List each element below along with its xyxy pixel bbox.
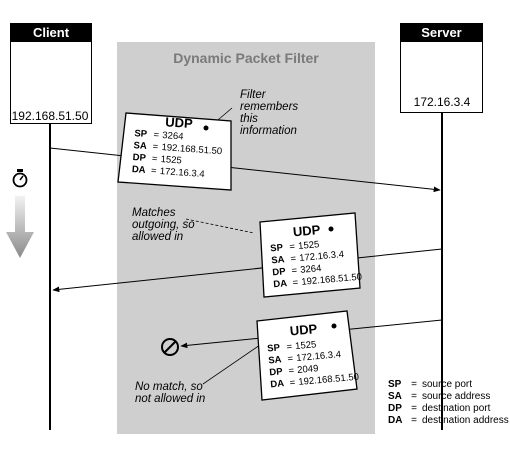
packet-title: UDP [164, 114, 194, 132]
packet-card-3 [256, 310, 358, 401]
field-key: DA [131, 164, 146, 176]
field-key: DA [269, 378, 285, 391]
legend-eq: = [411, 415, 417, 426]
reply-arrow [52, 248, 443, 293]
field-eq: = [292, 277, 299, 289]
legend-row: DA = destination address [388, 415, 509, 427]
server-ip: 172.16.3.4 [413, 95, 471, 109]
note-line: Filter [240, 89, 266, 101]
note-line: No match, so [135, 381, 203, 393]
packet-title: UDP [292, 222, 321, 240]
field-eq: = [287, 353, 294, 365]
packet-fields: SP=3264 SA=192.168.51.50 DP=1525 DA=172.… [131, 128, 223, 182]
prohibited-icon [161, 338, 179, 356]
note-line: remembers [240, 101, 299, 113]
client-ip: 192.168.51.50 [11, 109, 89, 123]
legend-desc: destination address [422, 415, 509, 426]
note-line: this [240, 113, 258, 125]
matches-callout-line [185, 218, 255, 234]
note-line: outgoing, so [132, 219, 195, 231]
legend-row: SP = source port [388, 379, 509, 391]
no-match-note: No match, so not allowed in [135, 381, 205, 405]
legend-eq: = [411, 391, 417, 402]
legend-key: SA [388, 391, 402, 402]
legend-eq: = [411, 379, 417, 390]
field-key: SA [133, 140, 148, 152]
field-eq: = [150, 165, 157, 177]
client-box: Client [10, 23, 92, 124]
note-line: not allowed in [135, 393, 206, 405]
legend-desc: source port [422, 379, 473, 390]
field-key: DA [272, 278, 288, 291]
field-eq: = [285, 341, 293, 353]
stopwatch-icon [12, 169, 28, 188]
field-eq: = [289, 377, 296, 389]
filter-title: Dynamic Packet Filter [173, 50, 319, 66]
legend-eq: = [411, 403, 417, 414]
field-key: DP [132, 152, 147, 164]
packet-title: UDP [289, 321, 318, 339]
packet-card-2 [259, 212, 361, 298]
server-label: Server [401, 24, 482, 42]
legend-key: DP [388, 403, 402, 414]
packet-fields: SP=1525 SA=172.16.3.4 DP=3264 DA=192.168… [270, 236, 363, 292]
field-eq: = [153, 129, 160, 141]
packet-card-1 [117, 112, 232, 191]
matches-note: Matches outgoing, so allowed in [132, 207, 195, 243]
remember-note: Filter remembers this information [240, 89, 298, 137]
legend-desc: source address [422, 391, 491, 402]
note-line: Matches [132, 207, 176, 219]
field-key: SP [134, 128, 148, 140]
legend-key: SP [388, 379, 402, 390]
outgoing-arrow [49, 147, 441, 193]
field-eq: = [288, 365, 295, 377]
note-line: information [240, 125, 297, 137]
legend-key: DA [388, 415, 403, 426]
time-arrow-icon [6, 196, 34, 258]
legend-row: SA = source address [388, 391, 509, 403]
legend-desc: destination port [422, 403, 491, 414]
field-eq: = [152, 141, 159, 153]
note-line: allowed in [132, 231, 184, 243]
legend-row: DP = destination port [388, 403, 509, 415]
packet-fields: SP=1525 SA=172.16.3.4 DP=2049 DA=192.168… [267, 336, 360, 392]
nomatch-callout-line [202, 344, 261, 385]
server-box: Server [400, 23, 483, 113]
legend: SP = source port SA = source address DP = dest… [388, 379, 509, 427]
client-label: Client [11, 24, 91, 42]
field-eq: = [151, 153, 158, 165]
